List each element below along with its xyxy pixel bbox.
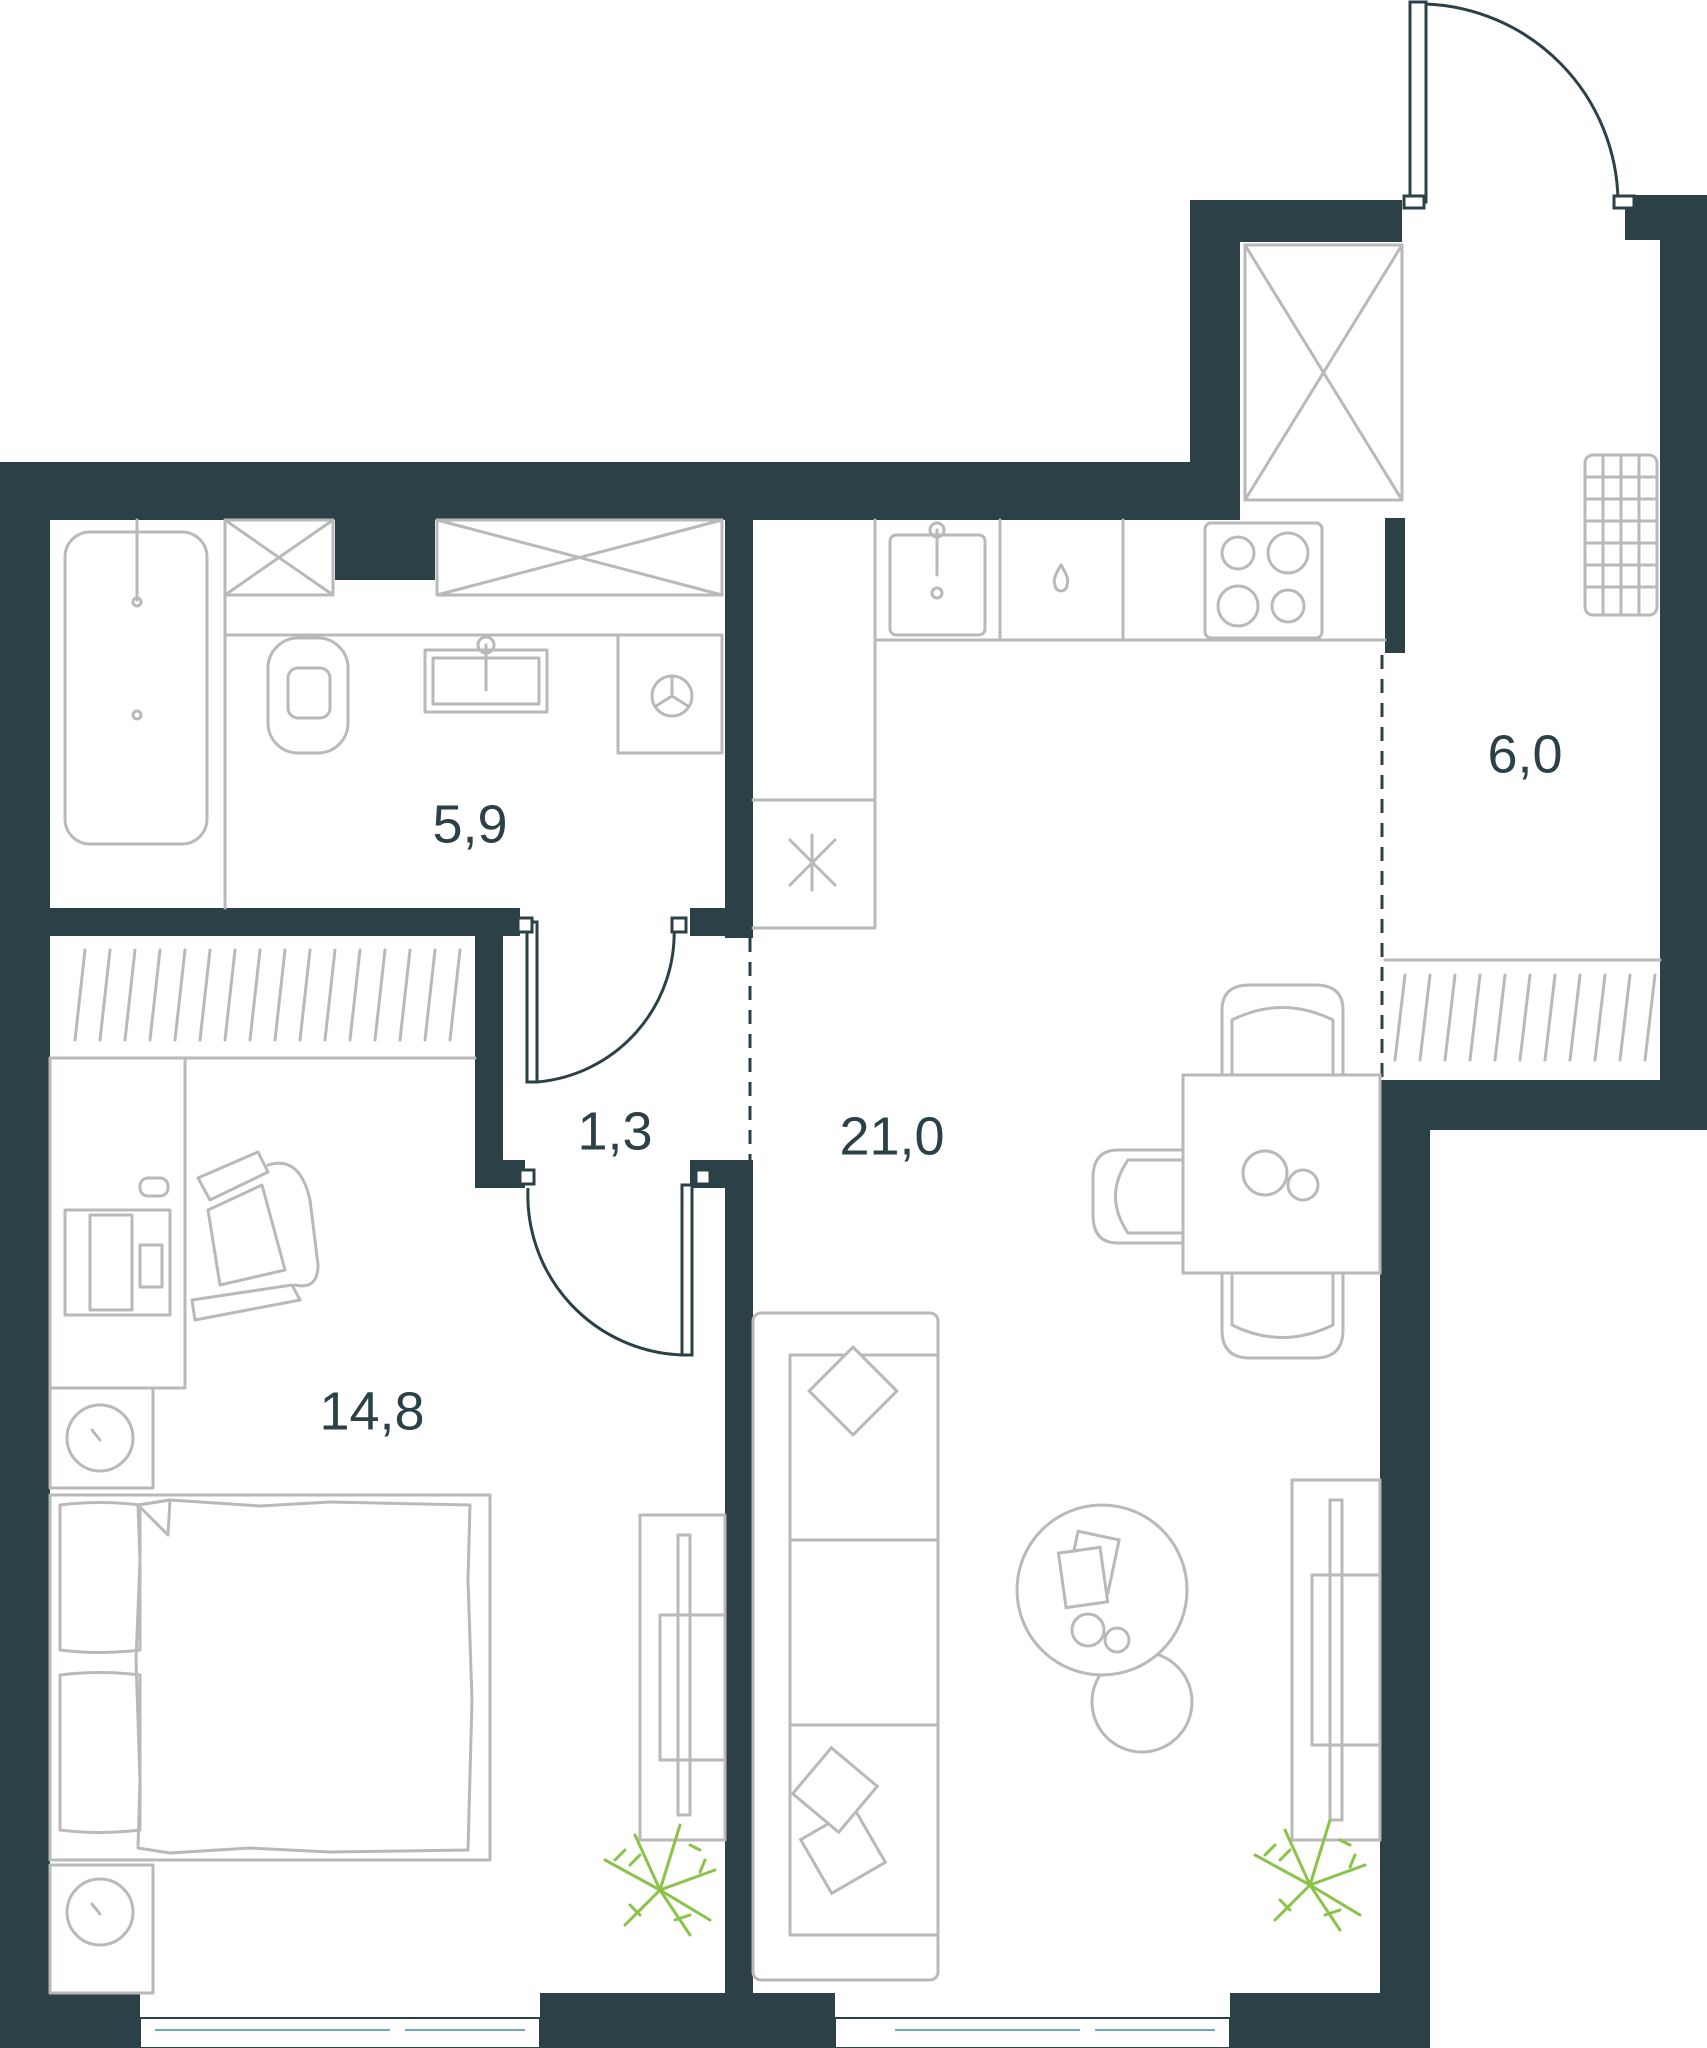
balcony-area-label: 6,0 [1487, 724, 1562, 784]
toilet-icon [266, 636, 350, 755]
sofa-icon [751, 1311, 940, 1982]
radiator-icon [1583, 453, 1659, 617]
coffee-table-icon [1015, 1503, 1194, 1754]
water-drop-icon [1052, 563, 1070, 593]
kitchen-sink-icon [888, 521, 987, 637]
dining-table-icon [1091, 983, 1382, 1360]
bedroom-tv-icon [638, 1513, 727, 1842]
bathtub-icon [63, 518, 209, 846]
fridge-icon [788, 833, 837, 892]
armchair-icon [190, 1150, 320, 1322]
plant-icon [603, 1818, 1367, 1937]
bedroom-area-label: 14,8 [319, 1381, 424, 1441]
wardrobe [48, 948, 477, 1060]
stove-icon [1203, 521, 1324, 640]
balcony-door[interactable] [1402, 0, 1636, 210]
storage-cabinet [1243, 243, 1404, 502]
kitchen-counter [751, 518, 1387, 930]
bathroom-cabinet [223, 518, 724, 637]
windows [139, 2017, 1231, 2048]
nightstand-icon [48, 1386, 155, 1995]
hall-area-label: 1,3 [577, 1101, 652, 1161]
tv-stand-icon [1290, 1478, 1382, 1842]
desk-icon [48, 1056, 187, 1390]
living-kitchen-area-label: 21,0 [839, 1106, 944, 1166]
bathroom-door[interactable] [516, 916, 688, 1084]
sink-icon [423, 635, 549, 714]
bathroom-area-label: 5,9 [432, 794, 507, 854]
bedroom-door[interactable] [518, 1168, 712, 1357]
walls [0, 195, 1707, 2048]
bed-icon [48, 1493, 492, 1862]
balcony-rail [1383, 958, 1662, 1062]
washing-machine-icon [616, 633, 724, 755]
